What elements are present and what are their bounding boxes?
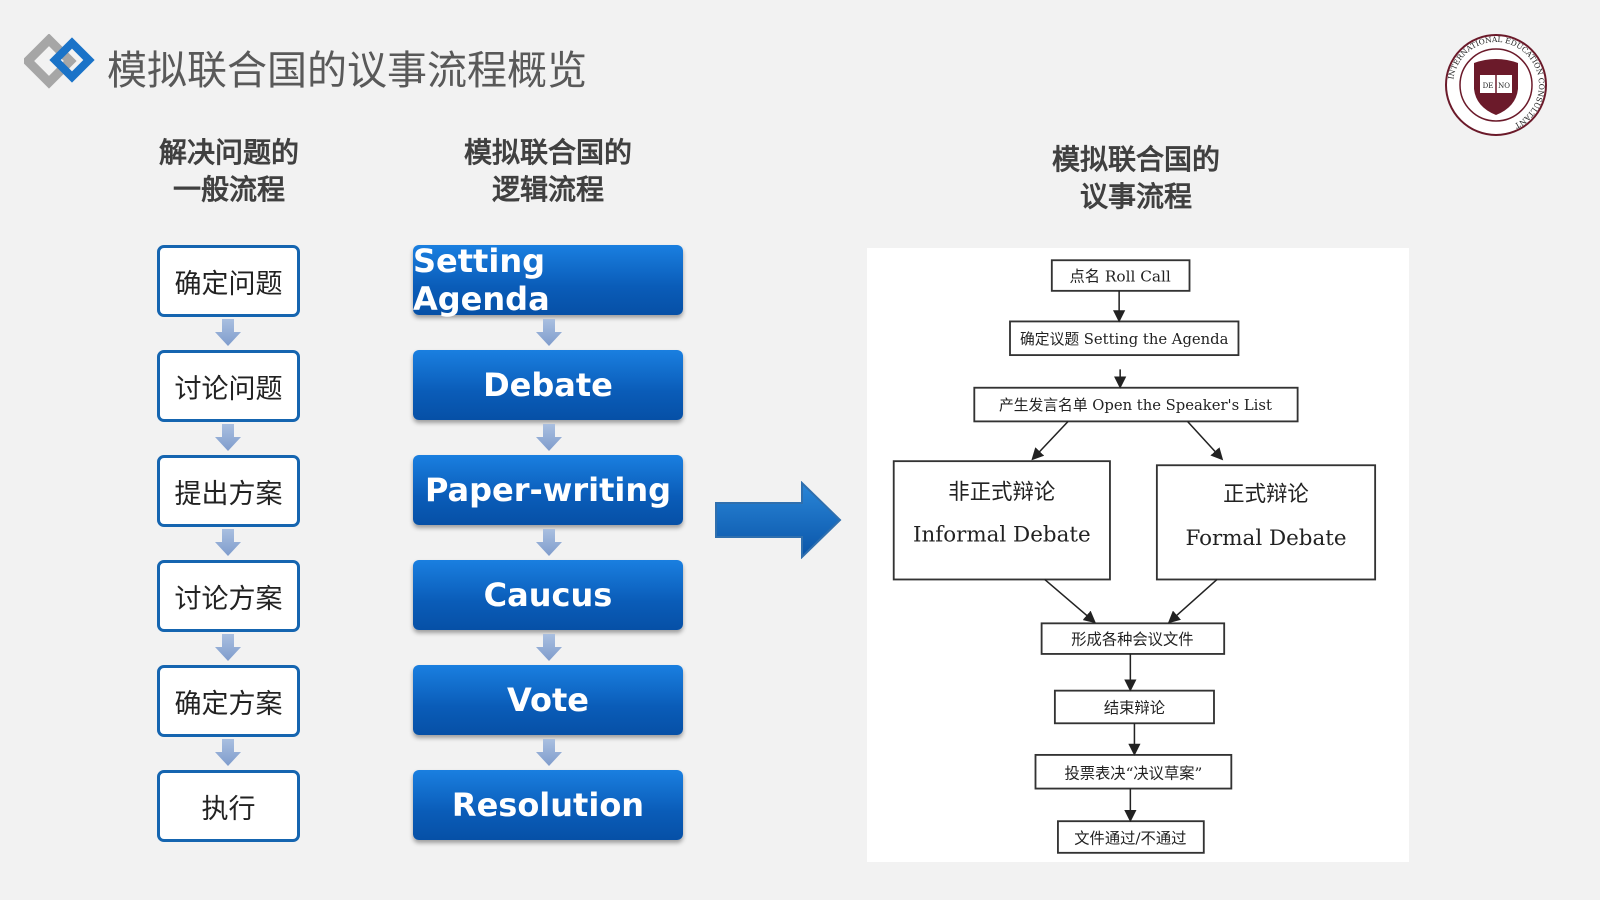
result-label: 文件通过/不通过 xyxy=(1074,830,1186,848)
down-arrow-icon xyxy=(215,319,241,347)
column2-heading: 模拟联合国的 逻辑流程 xyxy=(428,134,668,208)
logical-step-box: Setting Agenda xyxy=(413,242,683,318)
right-arrow-icon xyxy=(715,481,842,559)
documents-label: 形成各种会议文件 xyxy=(1071,631,1193,649)
down-arrow-icon xyxy=(536,739,562,767)
general-step-box: 执行 xyxy=(157,770,300,842)
column1-heading-line1: 解决问题的 xyxy=(158,136,299,169)
flow-arrows xyxy=(1031,290,1224,823)
logical-step-box: Caucus xyxy=(413,560,683,630)
logical-step-box: Paper-writing xyxy=(413,455,683,525)
formal-debate-cn-label: 正式辩论 xyxy=(1223,482,1309,507)
column2-heading-line2: 逻辑流程 xyxy=(491,173,604,206)
down-arrow-icon xyxy=(215,634,241,662)
page-title: 模拟联合国的议事流程概览 xyxy=(107,48,587,94)
speakers-list-label: 产生发言名单 Open the Speaker's List xyxy=(999,397,1272,414)
general-step-box: 确定方案 xyxy=(157,665,300,737)
general-step-box: 讨论问题 xyxy=(157,350,300,422)
column3-heading: 模拟联合国的 议事流程 xyxy=(1016,141,1256,215)
procedure-flowchart: 点名 Roll Call 确定议题 Setting the Agenda 产生发… xyxy=(867,248,1409,862)
column3-heading-line1: 模拟联合国的 xyxy=(1051,143,1220,176)
logical-step-box: Debate xyxy=(413,350,683,420)
end-debate-label: 结束辩论 xyxy=(1104,699,1165,717)
down-arrow-icon xyxy=(215,739,241,767)
general-step-box: 讨论方案 xyxy=(157,560,300,632)
column1-heading-line2: 一般流程 xyxy=(172,173,285,206)
informal-debate-en-label: Informal Debate xyxy=(913,523,1091,548)
general-step-box: 提出方案 xyxy=(157,455,300,527)
column2-heading-line1: 模拟联合国的 xyxy=(463,136,632,169)
informal-debate-cn-label: 非正式辩论 xyxy=(948,480,1055,505)
vote-label: 投票表决“决议草案” xyxy=(1064,764,1202,782)
down-arrow-icon xyxy=(536,634,562,662)
down-arrow-icon xyxy=(536,424,562,452)
title-diamond-icon xyxy=(24,34,95,89)
down-arrow-icon xyxy=(215,529,241,557)
flow-box-speakers-list xyxy=(973,386,1299,423)
organization-logo: INTERNATIONAL EDUCATION CONSULTANT DE NO xyxy=(1445,34,1547,136)
flow-box-formal-debate xyxy=(1155,464,1377,581)
flow-box-roll-call xyxy=(1050,259,1191,292)
down-arrow-icon xyxy=(536,529,562,557)
column1-heading: 解决问题的 一般流程 xyxy=(129,134,329,208)
column3-heading-line2: 议事流程 xyxy=(1079,180,1192,213)
logical-step-box: Resolution xyxy=(413,770,683,840)
setting-agenda-label: 确定议题 Setting the Agenda xyxy=(1020,331,1229,348)
formal-debate-en-label: Formal Debate xyxy=(1185,526,1346,551)
svg-text:NO: NO xyxy=(1498,82,1510,90)
flow-box-documents xyxy=(1040,622,1226,655)
roll-call-label: 点名 Roll Call xyxy=(1069,268,1170,286)
down-arrow-icon xyxy=(536,319,562,347)
flow-box-informal-debate xyxy=(892,460,1111,581)
general-step-box: 确定问题 xyxy=(157,245,300,317)
down-arrow-icon xyxy=(215,424,241,452)
svg-text:DE: DE xyxy=(1483,82,1494,90)
logical-step-box: Vote xyxy=(413,665,683,735)
